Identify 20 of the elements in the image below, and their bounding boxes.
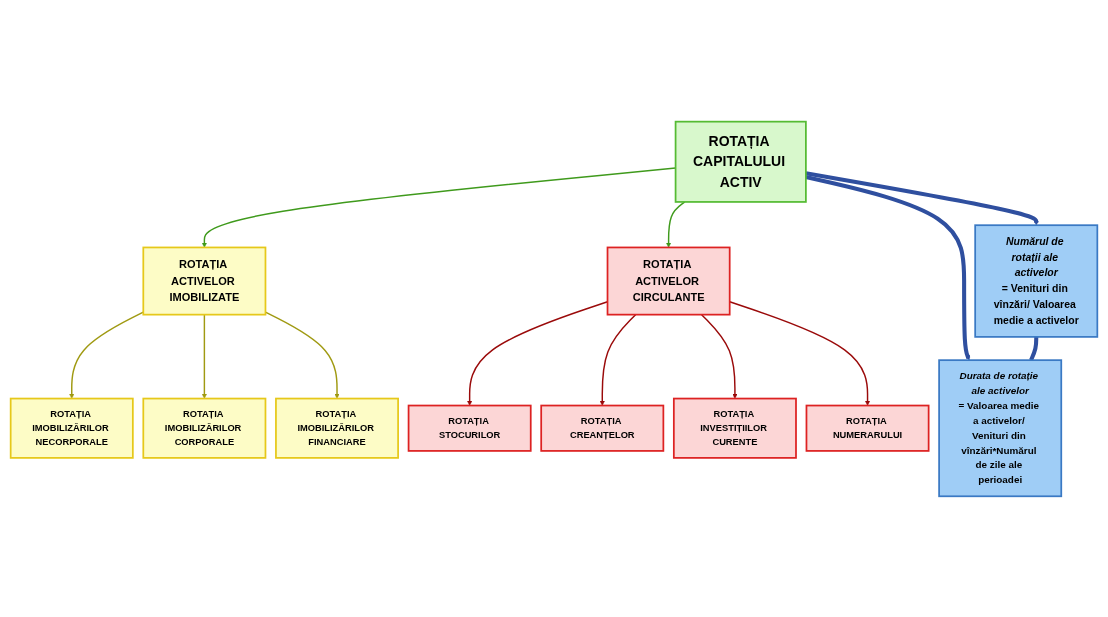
arrow — [264, 310, 340, 399]
node-box: Numărul de rotații ale activelor = Venituri din vînzări/ Valoarea medie a activelor — [974, 223, 1099, 338]
connector — [1029, 336, 1039, 361]
node-box: ROTAȚIA IMOBILIZĂRILOR CORPORALE — [142, 397, 267, 459]
arrow — [599, 313, 637, 406]
node-box: ROTAȚIA IMOBILIZĂRILOR FINANCIARE — [275, 397, 399, 459]
node-box: ROTAȚIA NUMERARULUI — [805, 404, 930, 452]
node-box: ROTAȚIA ACTIVELOR CIRCULANTE — [606, 246, 731, 316]
node-box: ROTAȚIA INVESTIȚIILOR CURENTE — [672, 397, 797, 459]
node-box: ROTAȚIA IMOBILIZĂRILOR NECORPORALE — [9, 397, 134, 459]
arrow — [201, 313, 207, 399]
arrow — [805, 170, 1039, 225]
node-box: ROTAȚIA CREANȚELOR — [540, 404, 665, 452]
node-box: ROTAȚIA CAPITALULUI ACTIV — [674, 120, 807, 203]
node-box: ROTAȚIA STOCURILOR — [407, 404, 532, 452]
arrow — [805, 174, 971, 360]
node-box: ROTAȚIA ACTIVELOR IMOBILIZATE — [142, 246, 267, 316]
node-box: Durata de rotație ale activelor = Valoarea medie a activelor/ Venituri din vînzări*Numărul de zile ale perioadei — [938, 358, 1063, 497]
arrow — [700, 313, 738, 399]
arrow — [666, 200, 686, 248]
